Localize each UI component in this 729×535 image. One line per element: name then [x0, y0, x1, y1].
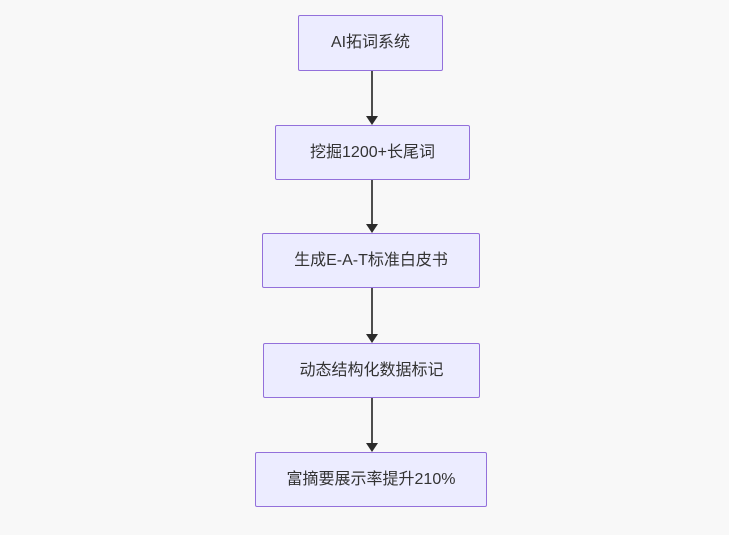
arrow-head-icon — [365, 443, 378, 452]
flow-arrow-2 — [365, 180, 378, 233]
flow-node-longtail-mining: 挖掘1200+长尾词 — [275, 125, 470, 180]
arrow-line — [370, 71, 373, 117]
arrow-line — [370, 288, 373, 335]
flow-node-label: 挖掘1200+长尾词 — [310, 143, 435, 161]
flow-node-label: AI拓词系统 — [330, 34, 411, 51]
flow-node-label: 动态结构化数据标记 — [299, 361, 444, 379]
flow-node-rich-snippet-result: 富摘要展示率提升210% — [255, 452, 487, 507]
arrow-head-icon — [365, 224, 378, 233]
arrow-head-icon — [365, 334, 378, 343]
flow-arrow-1 — [365, 71, 378, 125]
flow-node-structured-data: 动态结构化数据标记 — [263, 343, 480, 398]
arrow-line — [370, 180, 373, 225]
flow-node-label: 生成E-A-T标准白皮书 — [294, 251, 448, 269]
flow-node-ai-word-expansion: AI拓词系统 — [298, 15, 443, 71]
arrow-line — [370, 398, 373, 444]
flow-arrow-3 — [365, 288, 378, 343]
flow-node-label: 富摘要展示率提升210% — [286, 470, 456, 488]
arrow-head-icon — [365, 116, 378, 125]
flow-arrow-4 — [365, 398, 378, 452]
flow-node-eat-whitepaper: 生成E-A-T标准白皮书 — [262, 233, 480, 288]
